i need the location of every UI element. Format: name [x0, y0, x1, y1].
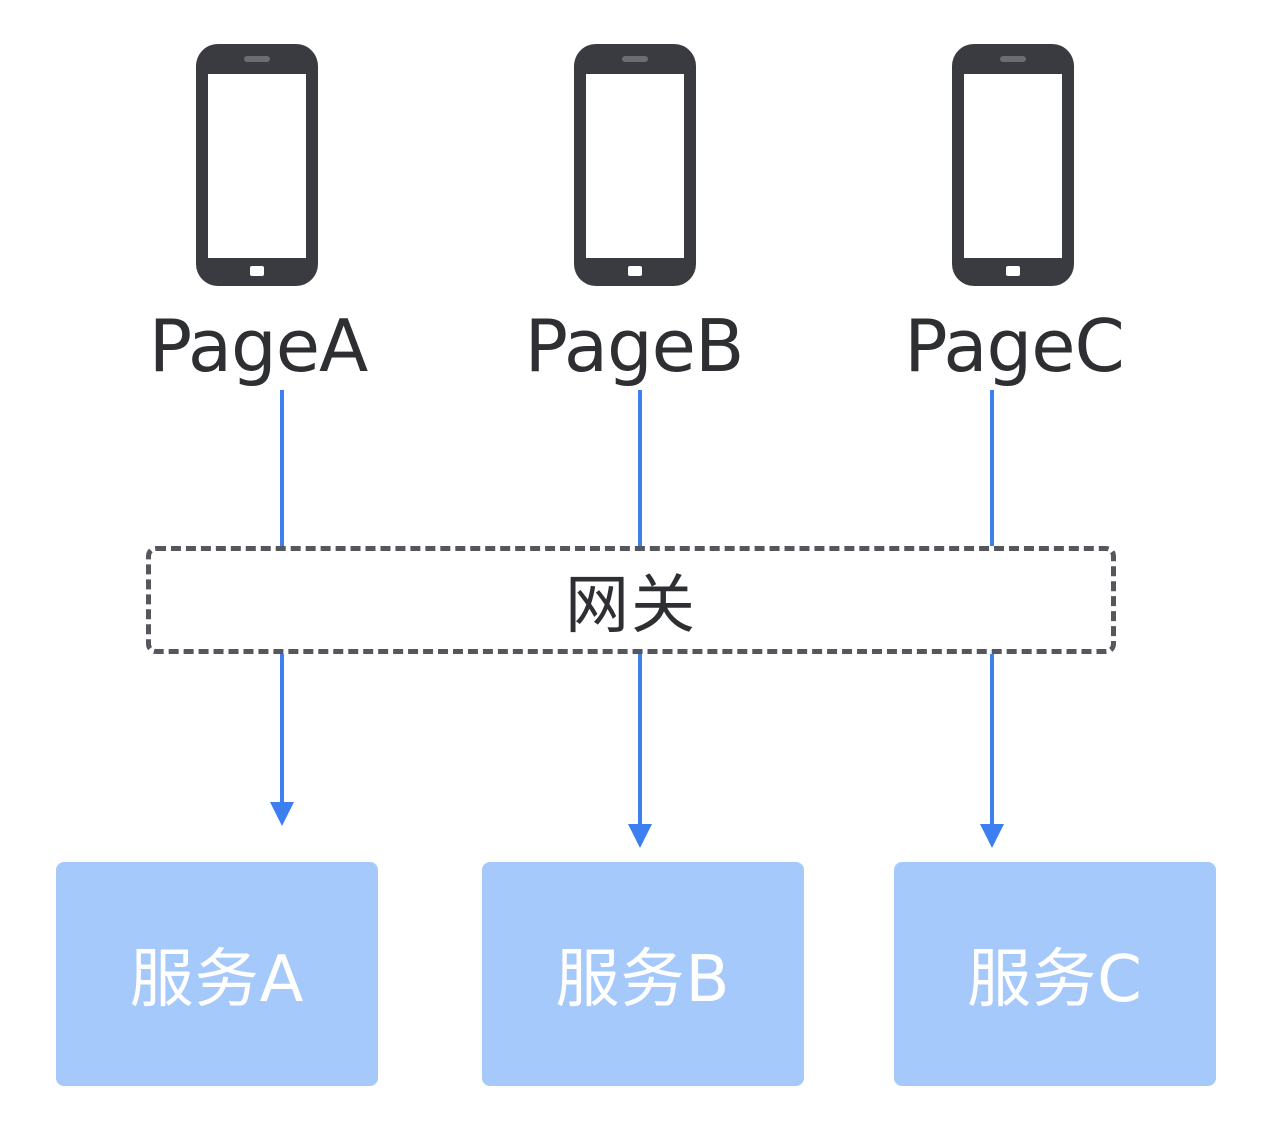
phone-icon: [570, 40, 700, 290]
gateway-label: 网关: [565, 569, 697, 643]
service-c-label: 服务C: [967, 943, 1143, 1017]
page-label-a: PageA: [148, 304, 369, 388]
page-label-c: PageC: [904, 304, 1125, 388]
service-a-label: 服务A: [129, 943, 305, 1017]
service-b-box: 服务B: [482, 862, 804, 1086]
phone-icon: [192, 40, 322, 290]
page-label-b: PageB: [524, 304, 745, 388]
phone-icon: [948, 40, 1078, 290]
gateway-box: 网关: [146, 546, 1116, 654]
service-c-box: 服务C: [894, 862, 1216, 1086]
service-b-label: 服务B: [555, 943, 731, 1017]
service-a-box: 服务A: [56, 862, 378, 1086]
